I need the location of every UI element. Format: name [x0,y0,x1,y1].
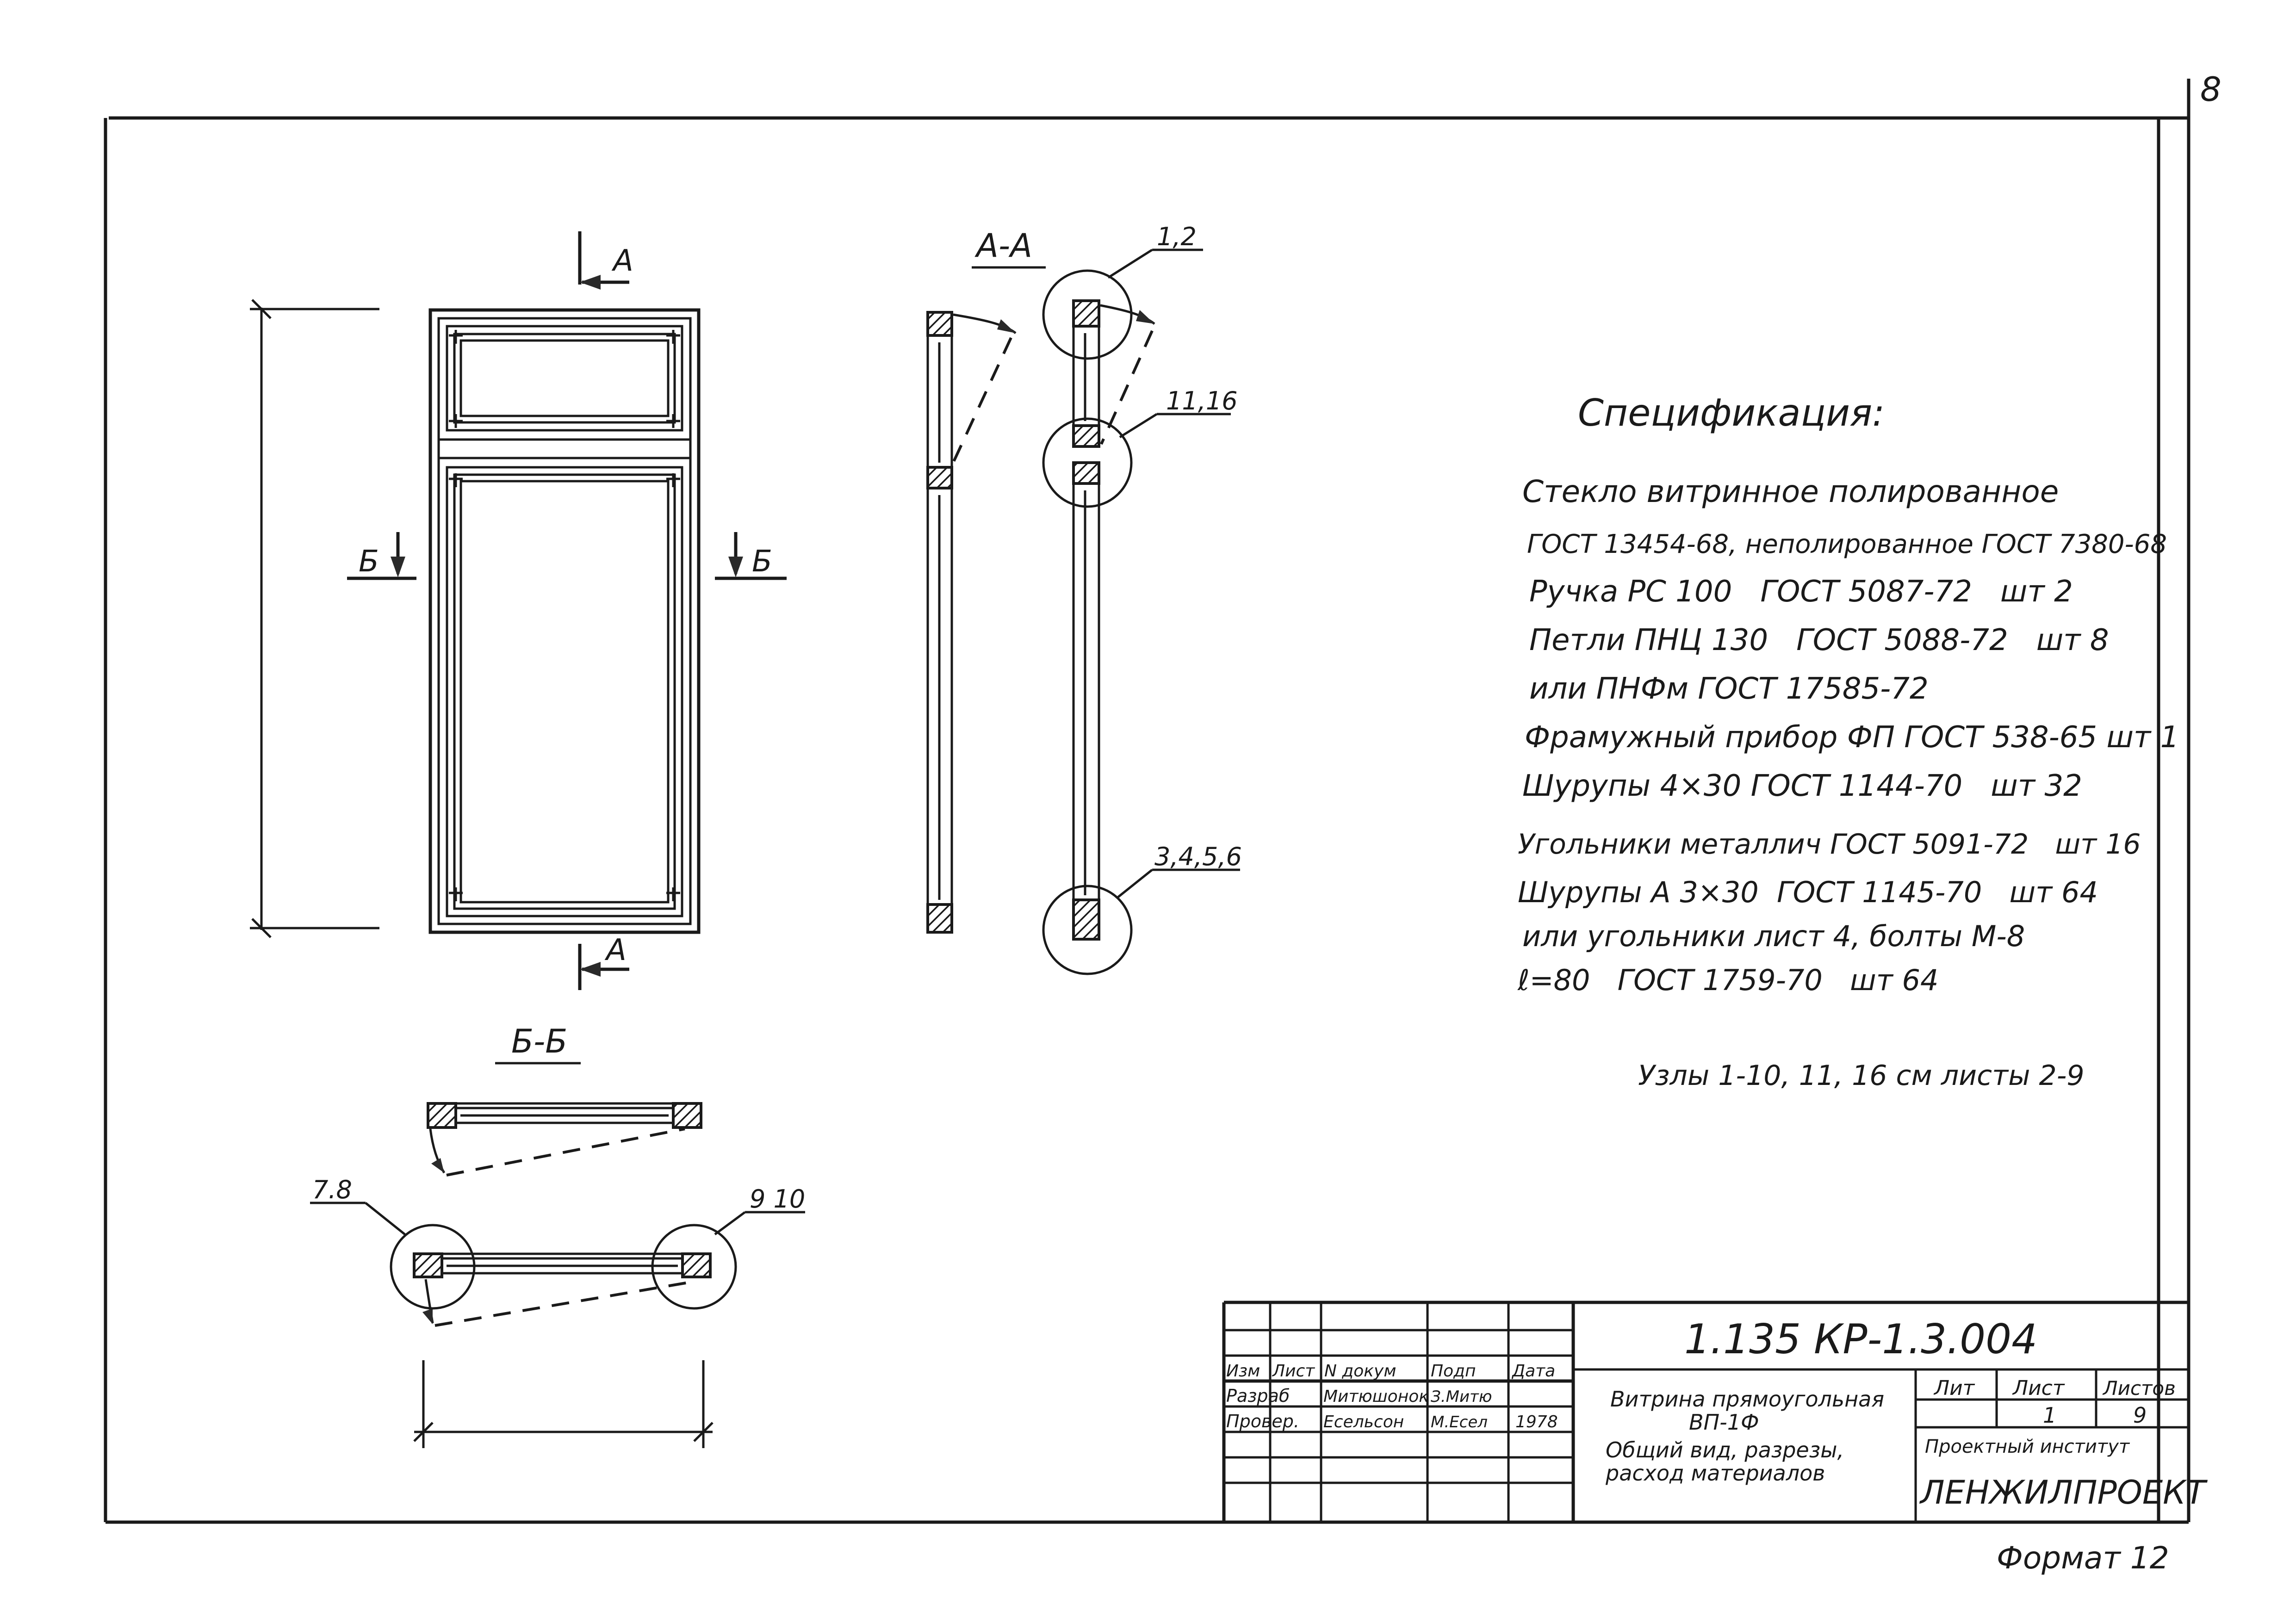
section-bb: Б-Б 7.8 [310,1022,805,1448]
bb-plan-nodes: 7.8 9 10 [310,1175,805,1327]
callout-1-2: 1,2 [1157,222,1197,251]
tb-row2-sign: М.Есел [1431,1413,1488,1431]
tb-sheets-value: 9 [2133,1403,2147,1428]
callout-3-4-5-6: 3,4,5,6 [1154,842,1242,871]
section-a-label-top: А [611,244,633,278]
section-mark-a-top: А [578,231,633,290]
tb-header-doc: N докум [1324,1362,1396,1381]
title-block: Изм Лист N докум Подп Дата Разраб Митюшо… [1222,1301,2208,1522]
spec-line-4: Петли ПНЦ 130 ГОСТ 5088-72 шт 8 [1529,623,2109,657]
spec-line-3: Ручка РС 100 ГОСТ 5087-72 шт 2 [1529,575,2073,609]
format-label: Формат 12 [1997,1540,2169,1576]
tb-org-label: Проектный институт [1925,1436,2130,1457]
section-aa: А-А [926,222,1242,975]
tb-name-line-2: ВП-1Ф [1689,1410,1759,1435]
section-mark-b-right: Б [715,532,787,580]
section-aa-title: А-А [974,227,1032,265]
section-b-label-left: Б [359,545,379,579]
main-sash [446,466,683,917]
spec-line-10: или угольники лист 4, болты М-8 [1522,919,2025,953]
tb-designation: 1.135 КР-1.3.004 [1684,1315,2037,1363]
width-dimension [413,1360,714,1448]
section-b-label-right: Б [752,545,772,579]
tb-org: ЛЕНЖИЛПРОЕКТ [1919,1474,2208,1511]
page-number: 8 [2200,70,2222,109]
specification: Спецификация: Стекло витринное полирован… [1517,391,2179,1092]
callout-7-8: 7.8 [312,1175,352,1204]
tb-header-list: Лист [1272,1362,1315,1381]
tb-row1-sign: З.Митю [1431,1388,1492,1406]
sheet-frame [104,79,2191,1524]
callout-9-10: 9 10 [750,1184,805,1214]
callout-11-16: 11,16 [1166,386,1238,415]
tb-sheet-label: Лист [2012,1376,2065,1400]
tb-header-izm: Изм [1226,1362,1260,1381]
tb-row2-date: 1978 [1515,1412,1558,1431]
spec-line-11: ℓ=80 ГОСТ 1759-70 шт 64 [1517,963,1938,997]
tb-row1-name: Митюшонок [1323,1387,1429,1406]
section-mark-b-left: Б [347,532,416,580]
transom-sash [446,325,683,432]
window-elevation: А А Б Б [250,231,787,990]
tb-name-line-1: Витрина прямоугольная [1610,1387,1884,1412]
tb-header-date: Дата [1511,1362,1555,1381]
bb-plan-closed [427,1102,702,1177]
tb-header-sign: Подп [1431,1362,1476,1381]
spec-title: Спецификация: [1578,391,1885,434]
tb-row2-role: Провер. [1226,1411,1299,1431]
tb-lit-label: Лит [1933,1376,1975,1400]
tb-sheet-value: 1 [2043,1403,2056,1428]
section-bb-title: Б-Б [511,1022,567,1060]
tb-row2-name: Есельсон [1323,1412,1404,1431]
section-mark-a-bottom: А [578,933,629,990]
section-a-label-bottom: А [604,933,627,967]
tb-sheets-label: Листов [2102,1377,2176,1400]
spec-line-7: Шурупы 4×30 ГОСТ 1144-70 шт 32 [1522,769,2082,803]
spec-line-2: ГОСТ 13454-68, неполированное ГОСТ 7380-… [1527,529,2167,559]
aa-profile-closed [926,311,1017,934]
aa-profile-nodes: 1,2 11,16 3,4,5,6 [1042,222,1242,975]
corner-brackets [449,330,680,901]
spec-line-9: Шурупы А 3×30 ГОСТ 1145-70 шт 64 [1518,875,2098,909]
spec-line-8: Угольники металлич ГОСТ 5091-72 шт 16 [1518,828,2141,861]
tb-row1-role: Разраб [1226,1386,1290,1406]
tb-name-line-3: Общий вид, разрезы, [1606,1437,1844,1462]
spec-line-6: Фрамужный прибор ФП ГОСТ 538-65 шт 1 [1525,720,2179,755]
spec-note: Узлы 1-10, 11, 16 см листы 2-9 [1638,1059,2085,1092]
height-dimension [250,299,379,938]
spec-line-5: или ПНФм ГОСТ 17585-72 [1529,672,1929,706]
spec-line-1: Стекло витринное полированное [1522,474,2059,509]
tb-name-line-4: расход материалов [1605,1461,1825,1486]
